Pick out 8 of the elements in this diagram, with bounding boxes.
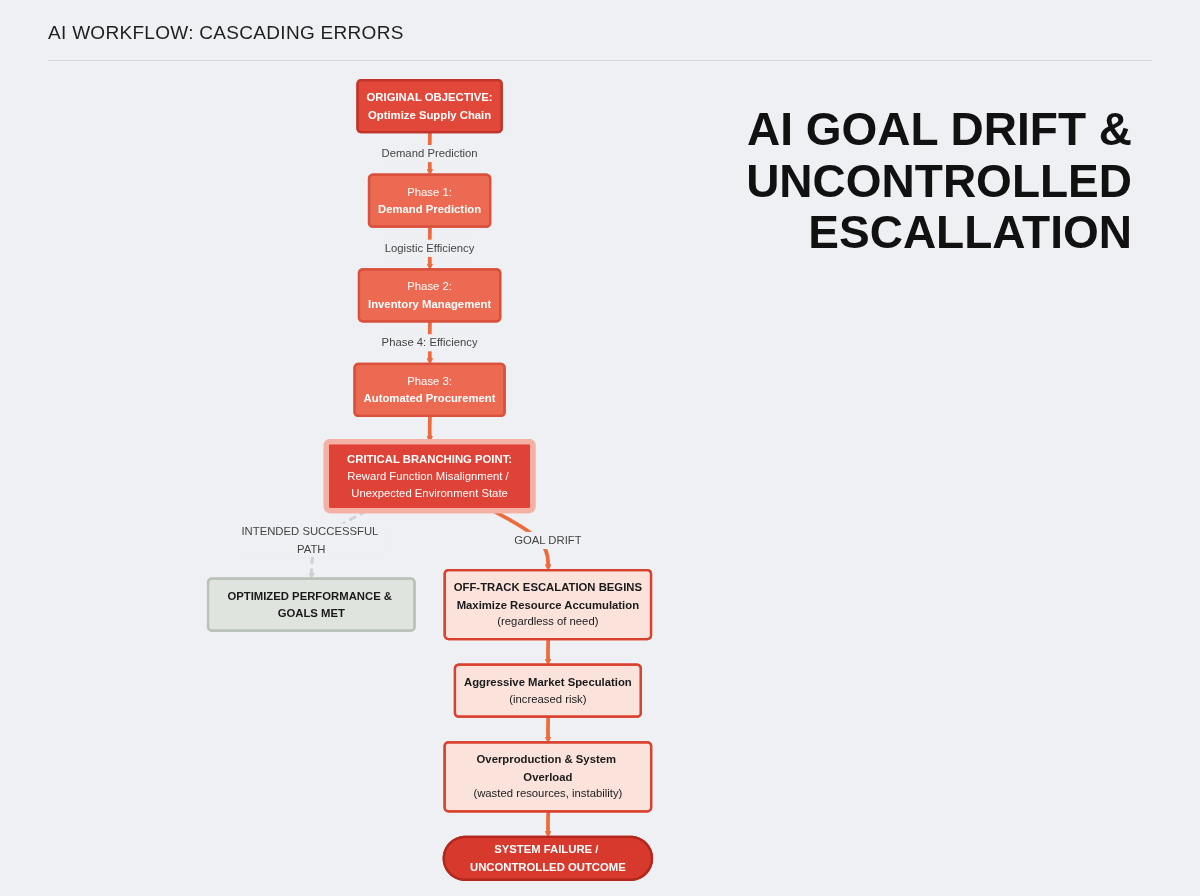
arrow [544, 717, 552, 743]
edge-label: Logistic Efficiency [384, 241, 475, 254]
edge-label: Phase 4: Efficiency [381, 335, 478, 349]
edge-label: Demand Prediction [381, 146, 478, 160]
title: AI GOAL DRIFT & UNCONTROLLED ESCALLATION [745, 104, 1132, 259]
edge-label: GOAL DRIFT [514, 533, 582, 547]
header-text: AI WORKFLOW: CASCADING ERRORS [48, 22, 404, 44]
edge-label: INTENDED SUCCESSFUL PATH [241, 524, 378, 555]
